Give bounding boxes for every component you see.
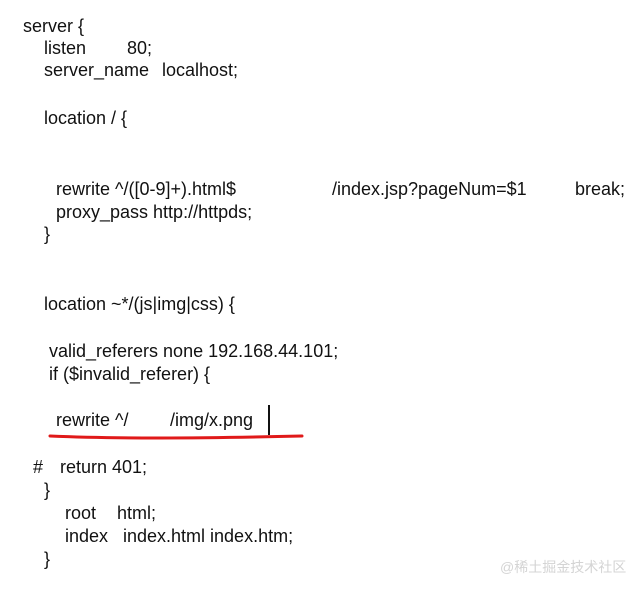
rewrite-pattern: rewrite ^/([0-9]+).html$ <box>56 179 236 199</box>
root-directive: root <box>65 503 97 523</box>
location-static-block-close: } <box>44 549 51 569</box>
code-line-close-location-root: } <box>44 223 64 245</box>
code-line-listen: listen 80; <box>44 37 152 59</box>
code-line-location-root: location / { <box>44 107 127 129</box>
text-cursor <box>268 405 270 435</box>
code-line-if-invalid-referer: if ($invalid_referer) { <box>49 363 210 385</box>
comment-mark: # <box>33 457 44 477</box>
rewrite-img-target: /img/x.png <box>170 410 254 430</box>
code-line-server-open: server { <box>23 15 84 37</box>
listen-value: 80; <box>127 38 153 58</box>
if-block-close: } <box>44 480 51 500</box>
rewrite-flag: break; <box>575 179 626 199</box>
watermark-text: @稀土掘金技术社区 <box>500 559 627 575</box>
server-name-value: localhost; <box>162 60 239 80</box>
proxy-pass-directive: proxy_pass http://httpds; <box>56 202 253 222</box>
location-static-block-open: location ~*/(js|img|css) { <box>44 294 235 314</box>
listen-directive: listen <box>44 38 87 58</box>
code-line-rewrite-html: rewrite ^/([0-9]+).html$ /index.jsp?page… <box>56 178 625 200</box>
root-value: html; <box>117 503 157 523</box>
rewrite-img-pattern: rewrite ^/ <box>56 410 129 430</box>
return-401-directive: return 401; <box>60 457 148 477</box>
index-directive: index <box>65 526 109 546</box>
code-line-root: root html; <box>65 502 156 524</box>
code-line-index: index index.html index.htm; <box>65 525 293 547</box>
location-root-block-open: location / { <box>44 108 128 128</box>
server-block-open: server { <box>23 16 85 36</box>
code-line-server-name: server_name localhost; <box>44 59 238 81</box>
code-line-close-if: } <box>44 479 64 501</box>
code-line-valid-referers: valid_referers none 192.168.44.101; <box>49 340 338 362</box>
code-line-close-location-static: } <box>44 548 64 570</box>
code-line-return-401: # return 401; <box>33 456 147 478</box>
if-invalid-referer-block-open: if ($invalid_referer) { <box>49 364 211 384</box>
server-name-directive: server_name <box>44 60 150 80</box>
code-line-proxy-pass: proxy_pass http://httpds; <box>56 201 252 223</box>
valid-referers-directive: valid_referers none 192.168.44.101; <box>49 341 339 361</box>
nginx-config-document: server { listen 80; server_name localhos… <box>23 15 627 575</box>
code-line-location-static: location ~*/(js|img|css) { <box>44 293 235 315</box>
index-value: index.html index.htm; <box>123 526 294 546</box>
code-line-rewrite-img: rewrite ^/ /img/x.png <box>56 409 253 431</box>
red-underline-annotation <box>48 434 304 440</box>
rewrite-target: /index.jsp?pageNum=$1 <box>332 179 527 199</box>
location-root-block-close: } <box>44 224 51 244</box>
